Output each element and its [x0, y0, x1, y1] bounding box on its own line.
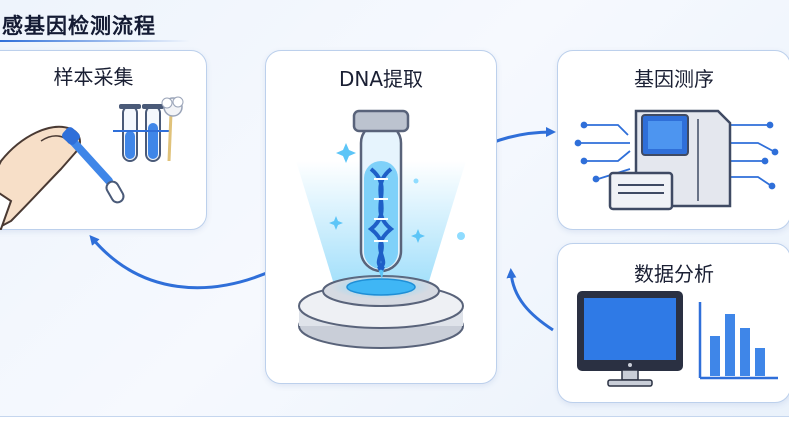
step-label-sample: 样本采集	[53, 65, 134, 89]
step-card-sequencing: 基因测序	[557, 50, 789, 230]
step-card-dna-extraction: DNA提取	[265, 50, 497, 384]
hand-dropper-icon	[0, 125, 125, 230]
arrow-analysis-to-dna	[506, 268, 554, 332]
step-label-sequencing: 基因测序	[634, 67, 714, 91]
platform-icon	[298, 275, 464, 349]
sequencer-illustration	[574, 109, 779, 211]
bar-chart-icon	[698, 302, 778, 380]
dna-tube-icon	[352, 109, 410, 279]
sample-collection-illustration	[0, 96, 184, 230]
circuit-lines-right	[728, 121, 779, 190]
test-tube-icon	[113, 104, 171, 162]
step-label-dna: DNA提取	[338, 67, 424, 91]
arrow-dna-to-sample	[89, 234, 279, 290]
page-title: 感基因检测流程	[2, 14, 156, 38]
swab-icon	[161, 96, 184, 162]
bottom-strip	[0, 416, 789, 446]
sparkle-icon	[329, 143, 465, 243]
dna-extraction-illustration	[296, 109, 466, 349]
step-card-sample: 样本采集	[0, 50, 207, 230]
monitor-icon	[577, 291, 683, 387]
step-card-data-analysis: 数据分析	[557, 243, 789, 403]
step-label-analysis: 数据分析	[634, 262, 714, 286]
title-underline	[0, 40, 190, 42]
sequencer-machine-icon	[608, 109, 732, 211]
data-analysis-illustration	[577, 291, 778, 387]
circuit-lines-left	[574, 121, 631, 183]
